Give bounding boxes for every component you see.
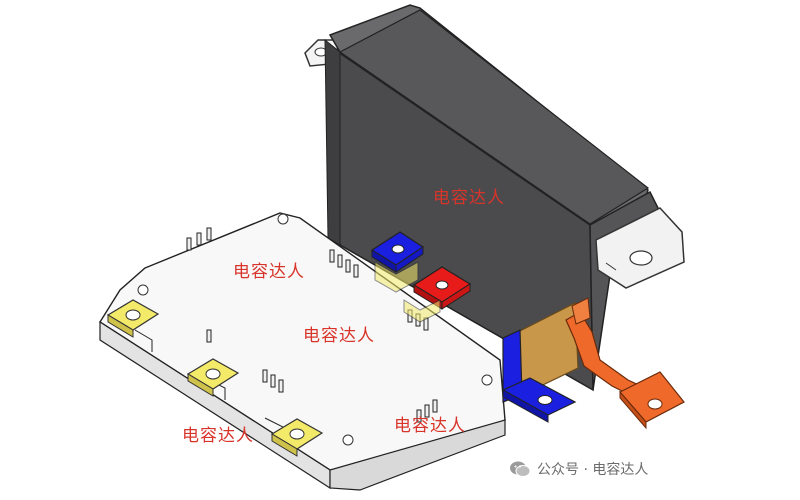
module-screw-hole [481, 374, 493, 386]
watermark-module-bottom-left: 电容达人 [182, 426, 254, 446]
watermark-module-bottom-right: 电容达人 [394, 416, 466, 436]
blue-terminal [370, 231, 425, 293]
module-screw-hole [342, 434, 354, 446]
yellow-terminals [106, 299, 324, 457]
watermark-housing: 电容达人 [433, 188, 505, 208]
watermark-module-left: 电容达人 [233, 262, 305, 282]
source-attribution: 公众号 · 电容达人 [509, 459, 648, 479]
signal-pins [186, 227, 438, 423]
power-module [99, 212, 506, 491]
module-screw-hole [137, 284, 149, 296]
bottom-mounting-hole [629, 250, 653, 266]
yellow-terminal-3 [270, 418, 324, 457]
busbar-assembly [501, 297, 685, 430]
module-right-side [329, 419, 506, 491]
source-label: 公众号 · 电容达人 [537, 462, 649, 478]
bottom-mounting-tab [595, 207, 685, 289]
orange-busbar-foot [619, 371, 685, 423]
module-screw-hole [277, 213, 289, 225]
capacitor-housing [304, 4, 685, 392]
red-terminal [403, 266, 472, 323]
watermark-module-center: 电容达人 [303, 326, 375, 346]
housing-back-face [338, 9, 650, 225]
housing-left-edge [324, 38, 341, 246]
wechat-icon [510, 461, 531, 477]
yellow-terminal-1 [106, 299, 160, 338]
yellow-terminal-2 [186, 358, 240, 397]
